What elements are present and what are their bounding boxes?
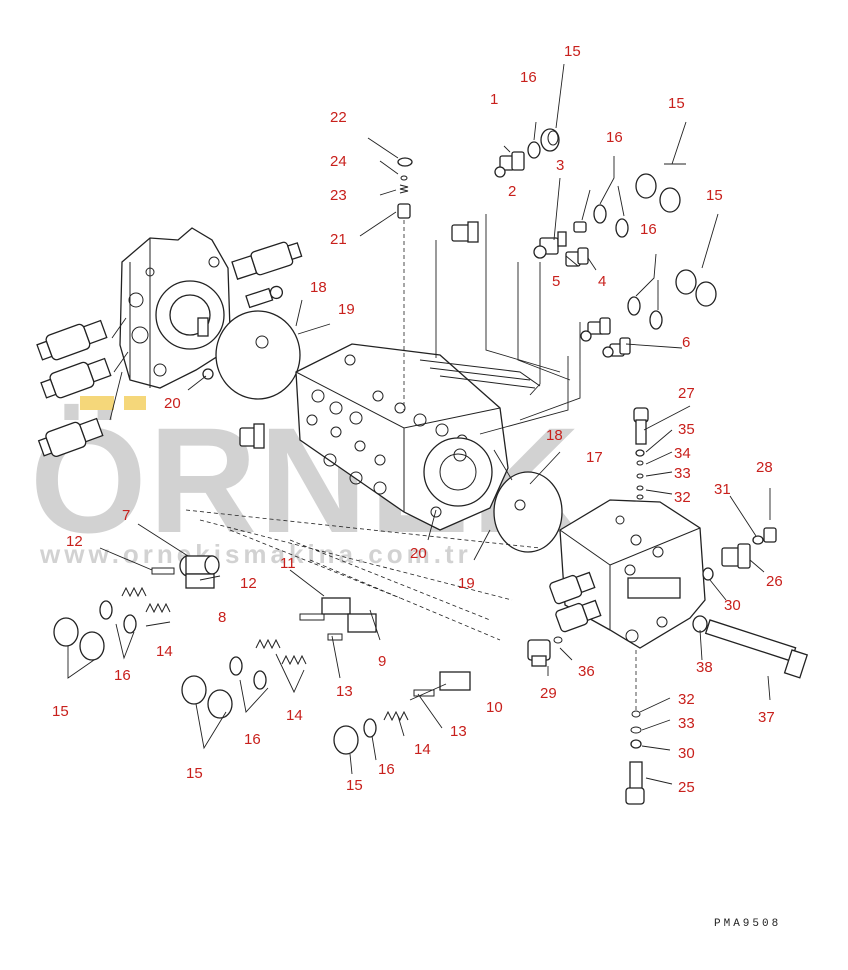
gasket-left bbox=[215, 310, 301, 400]
callout-15-bottom-left: 15 bbox=[52, 703, 69, 720]
callout-29: 29 bbox=[540, 685, 557, 702]
drawing-code: PMA9508 bbox=[714, 918, 781, 930]
callout-33-lower: 33 bbox=[678, 715, 695, 732]
callout-16-bottom-right: 16 bbox=[378, 761, 395, 778]
callout-35: 35 bbox=[678, 421, 695, 438]
callout-18-left: 18 bbox=[310, 279, 327, 296]
callout-21: 21 bbox=[330, 231, 347, 248]
callout-10: 10 bbox=[486, 699, 503, 716]
callout-13-right: 13 bbox=[450, 723, 467, 740]
callout-14-c: 14 bbox=[414, 741, 431, 758]
watermark-url: www.ornekismakina.com.tr bbox=[39, 539, 472, 569]
callout-26: 26 bbox=[766, 573, 783, 590]
callout-20-right: 20 bbox=[410, 545, 427, 562]
callout-36: 36 bbox=[578, 663, 595, 680]
callout-34: 34 bbox=[674, 445, 691, 462]
callout-15-top: 15 bbox=[564, 43, 581, 60]
callout-16-bottom-left: 16 bbox=[114, 667, 131, 684]
leader-lines bbox=[67, 63, 771, 785]
watermark-umlaut-right bbox=[124, 396, 146, 410]
right-bolts bbox=[527, 407, 809, 805]
callout-23: 23 bbox=[330, 187, 347, 204]
callout-2: 2 bbox=[508, 183, 516, 200]
callout-37: 37 bbox=[758, 709, 775, 726]
callout-20-left: 20 bbox=[164, 395, 181, 412]
callout-7: 7 bbox=[122, 507, 130, 524]
callout-1: 1 bbox=[490, 91, 498, 108]
callout-24: 24 bbox=[330, 153, 347, 170]
callout-15-upper-right: 15 bbox=[668, 95, 685, 112]
callout-27: 27 bbox=[678, 385, 695, 402]
callout-19-left: 19 bbox=[338, 301, 355, 318]
left-end-housing bbox=[119, 227, 231, 389]
callout-25: 25 bbox=[678, 779, 695, 796]
gasket-right bbox=[493, 471, 563, 553]
callout-32-lower: 32 bbox=[678, 691, 695, 708]
right-end-housing bbox=[549, 499, 706, 649]
callout-18-right: 18 bbox=[546, 427, 563, 444]
callout-16-right: 16 bbox=[640, 221, 657, 238]
callout-6: 6 bbox=[682, 334, 690, 351]
callout-17: 17 bbox=[586, 449, 603, 466]
callout-15-bottom-right: 15 bbox=[346, 777, 363, 794]
callout-19-right: 19 bbox=[458, 575, 475, 592]
callout-5: 5 bbox=[552, 273, 560, 290]
callout-15-bottom-mid: 15 bbox=[186, 765, 203, 782]
callout-3: 3 bbox=[556, 157, 564, 174]
callout-38: 38 bbox=[696, 659, 713, 676]
callout-30-lower: 30 bbox=[678, 745, 695, 762]
callout-32-upper: 32 bbox=[674, 489, 691, 506]
callout-33-upper: 33 bbox=[674, 465, 691, 482]
callout-30-upper: 30 bbox=[724, 597, 741, 614]
callout-31: 31 bbox=[714, 481, 731, 498]
callout-14-a: 14 bbox=[156, 643, 173, 660]
callout-12-mid: 12 bbox=[240, 575, 257, 592]
callout-12-left: 12 bbox=[66, 533, 83, 550]
callout-16-top: 16 bbox=[520, 69, 537, 86]
callout-28: 28 bbox=[756, 459, 773, 476]
callout-16-bottom-mid: 16 bbox=[244, 731, 261, 748]
spools-springs bbox=[53, 555, 471, 755]
callout-4: 4 bbox=[598, 273, 606, 290]
solenoid-valves bbox=[36, 241, 303, 457]
callout-16-upper-right: 16 bbox=[606, 129, 623, 146]
callout-22: 22 bbox=[330, 109, 347, 126]
watermark-umlaut-left bbox=[80, 396, 114, 410]
callout-14-b: 14 bbox=[286, 707, 303, 724]
callout-8: 8 bbox=[218, 609, 226, 626]
callout-9: 9 bbox=[378, 653, 386, 670]
callout-11: 11 bbox=[280, 555, 296, 572]
top-fittings bbox=[202, 128, 717, 449]
callout-15-right: 15 bbox=[706, 187, 723, 204]
callout-13-left: 13 bbox=[336, 683, 353, 700]
main-valve-block bbox=[295, 343, 541, 531]
callout-labels: 1 2 3 4 5 6 7 8 9 10 11 12 12 13 13 14 1… bbox=[52, 43, 783, 796]
